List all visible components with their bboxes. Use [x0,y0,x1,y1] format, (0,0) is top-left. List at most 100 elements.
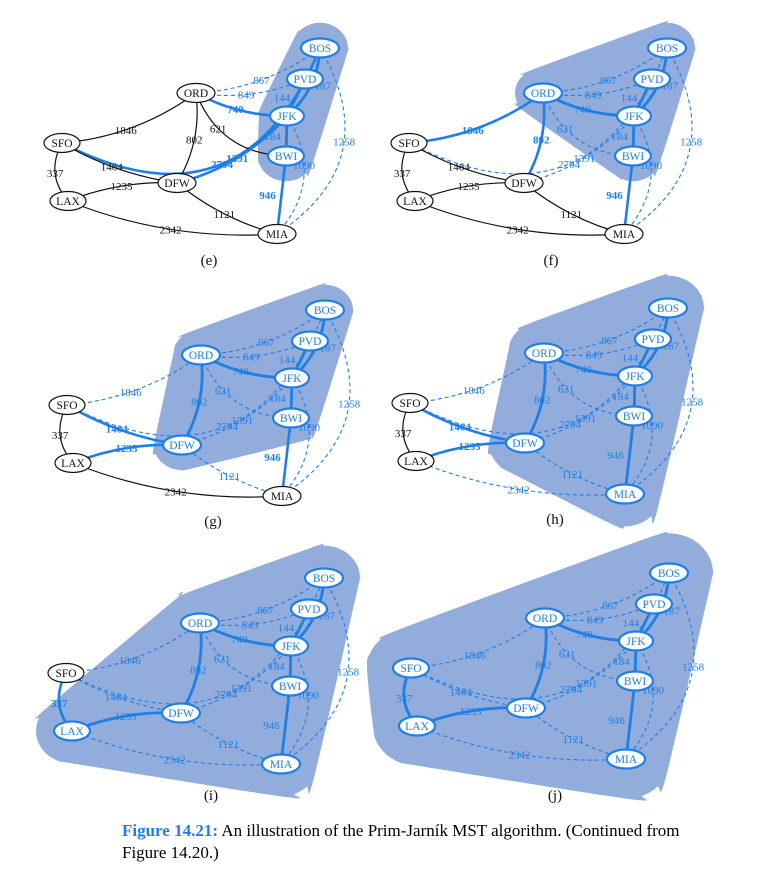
node-dfw [157,172,197,194]
node-label: DFW [513,703,539,715]
node-ord [523,342,565,364]
node-label: SFO [56,400,77,412]
edge-weight-label: 144 [279,355,296,367]
edge-weight-label: 867 [253,75,270,87]
edge-weight-label: 946 [606,190,623,202]
node-label: ORD [532,348,556,360]
node-mia [605,748,647,770]
edge-weight-label: 1121 [218,739,240,751]
node-dfw [160,702,202,724]
edge-weight-label: 802 [190,665,207,677]
node-bwi [615,670,655,692]
node-label: MIA [266,229,289,241]
edge-weight-label: 337 [395,428,412,440]
edge-sfo-bos [66,309,326,437]
node-label: BOS [309,43,331,55]
edge-bos-mia [276,47,346,235]
node-label: ORD [188,618,212,630]
edge-sfo-bos [410,572,670,700]
edge-weight-label: 1121 [219,471,241,483]
cloud-region [514,20,697,182]
edge-weight-label: 1121 [214,209,236,221]
edge-weight-label: 1464 [105,692,128,704]
node-label: LAX [56,196,80,208]
node-lax [49,190,87,212]
node-label: ORD [533,613,557,625]
edge-weight-label: 867 [257,605,274,617]
cloud-region [257,22,350,182]
node-sfo [48,394,86,416]
node-label: ORD [531,88,555,100]
edge-weight-label: 184 [613,656,630,668]
edge-weight-label: 740 [575,364,592,376]
figure-label: Figure 14.21: [122,821,219,840]
edge-weight-label: 867 [601,335,618,347]
caption-text: An illustration of the Prim-Jarník MST a… [122,821,680,862]
node-label: JFK [282,373,302,385]
edge-weight-label: 1121 [563,734,585,746]
edge-jfk-mia [276,115,305,235]
node-label: PVD [642,599,665,611]
edge-weight-label: 1464 [101,162,124,174]
panel-label: (h) [546,512,564,528]
edge-weight-label: 1391 [575,678,597,690]
edge-weight-label: 740 [574,104,591,116]
edge-weight-label: 2704 [216,421,239,433]
node-label: BWI [279,681,302,693]
node-label: SFO [55,668,76,680]
node-ord [176,82,216,104]
edge-weight-label: 1846 [119,655,142,667]
node-lax [397,715,437,737]
node-sfo [43,132,81,154]
edge-weight-label: 144 [623,618,640,630]
node-label: BOS [657,303,679,315]
node-label: PVD [293,74,316,86]
node-label: BWI [623,411,646,423]
node-label: BWI [624,676,647,688]
edge-weight-label: 849 [238,90,255,102]
edge-sfo-bos [409,307,669,435]
edge-weight-label: 849 [242,620,259,632]
node-label: SFO [400,663,421,675]
node-sfo [390,132,428,154]
node-label: ORD [189,350,213,362]
edge-weight-label: 1464 [450,687,473,699]
edge-weight-label: 849 [585,90,602,102]
node-label: LAX [61,458,85,470]
edge-weight-label: 1121 [561,209,583,221]
edge-jfk-mia [624,375,653,495]
node-label: DFW [169,440,195,452]
node-label: MIA [270,759,293,771]
edge-weight-label: 621 [215,386,232,398]
edge-weight-label: 1846 [120,387,143,399]
node-ord [524,607,566,629]
edge-weight-label: 849 [586,350,603,362]
node-bwi [614,405,654,427]
node-mia [262,485,302,507]
node-label: BOS [658,568,680,580]
node-label: JFK [626,636,646,648]
edge-ord-bwi [200,354,292,419]
node-dfw [504,432,546,454]
figure-caption: Figure 14.21: An illustration of the Pri… [122,820,722,864]
edge-sfo-bos [408,47,668,175]
edge-weight-label: 621 [559,649,576,661]
edge-weight-label: 946 [263,720,280,732]
node-label: LAX [404,456,428,468]
node-bwi [266,145,306,167]
node-label: BOS [313,573,335,585]
node-label: LAX [60,726,84,738]
node-label: SFO [51,138,72,150]
edge-weight-label: 1235 [115,711,138,723]
edge-weight-label: 1258 [682,662,705,674]
node-jfk [268,105,306,127]
edge-weight-label: 184 [611,131,628,143]
edge-weight-label: 1846 [462,125,485,137]
node-lax [52,720,92,742]
edge-weight-label: 1235 [459,441,482,453]
node-label: PVD [640,74,663,86]
edge-weight-label: 337 [396,693,413,705]
node-mia [604,483,646,505]
